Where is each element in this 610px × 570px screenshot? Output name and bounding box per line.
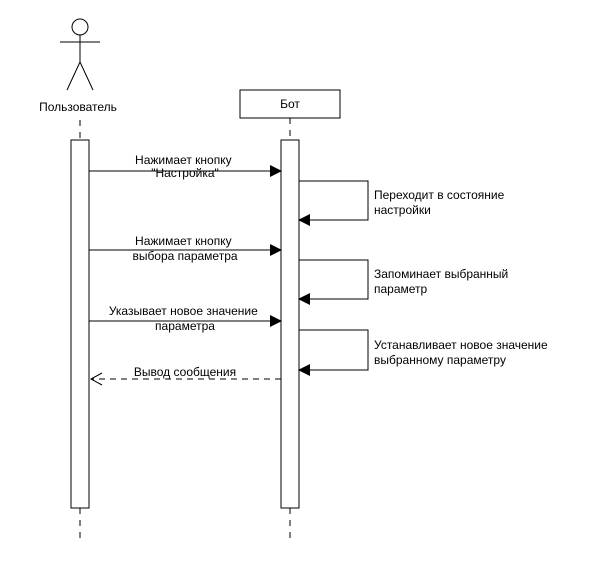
self-message-3-arrow <box>298 329 369 376</box>
message-1: Нажимает кнопку "Настройка" <box>89 153 282 180</box>
reply-message-label: Вывод сообщения <box>134 365 236 379</box>
bot-participant: Бот <box>239 89 341 119</box>
user-activation-bar <box>70 139 90 509</box>
self-message-2-label-line-2: параметр <box>374 282 428 296</box>
svg-text:Указывает новое значение: Указывает новое значение параметра <box>109 304 261 333</box>
user-actor-label: Пользователь <box>39 100 117 114</box>
message-3-label-line-2: параметра <box>155 319 215 333</box>
self-message-1: Переходит в состояние настройки <box>298 180 508 226</box>
self-message-2-label-line-1: Запоминает выбранный <box>374 267 508 281</box>
self-message-1-label-line-1: Переходит в состояние <box>374 188 505 202</box>
reply-message: Вывод сообщения <box>89 365 281 386</box>
self-message-1-arrow <box>298 180 369 226</box>
message-3-label-line-1: Указывает новое значение <box>109 304 258 318</box>
self-message-2: Запоминает выбранный параметр <box>298 259 512 305</box>
svg-text:Запоминает выбранный пар: Запоминает выбранный параметр <box>374 267 512 296</box>
self-message-3-label-line-2: выбранному параметру <box>374 353 506 367</box>
self-message-2-arrow <box>298 259 369 305</box>
bot-participant-box <box>239 89 341 119</box>
message-2: Нажимает кнопку выбора параметра <box>89 234 282 263</box>
self-message-1-label-line-2: настройки <box>374 203 431 217</box>
message-1-label-line-2: "Настройка" <box>151 166 219 180</box>
reply-arrowhead-icon <box>89 372 103 386</box>
message-3: Указывает новое значение параметра <box>89 304 282 333</box>
bot-activation-bar <box>280 139 300 509</box>
bot-participant-label: Бот <box>280 97 300 111</box>
svg-text:Нажимает кнопку выбора п: Нажимает кнопку выбора параметра <box>132 234 237 263</box>
svg-text:Нажимает кнопку "Настрой: Нажимает кнопку "Настройка" <box>135 153 235 180</box>
svg-text:Устанавливает новое значение: Устанавливает новое значение выбранному … <box>374 338 551 367</box>
user-actor-icon <box>60 18 100 91</box>
message-1-label-line-1: Нажимает кнопку <box>135 153 232 167</box>
self-message-3-label-line-1: Устанавливает новое значение <box>374 338 548 352</box>
message-2-label-line-1: Нажимает кнопку <box>135 234 232 248</box>
message-2-label-line-2: выбора параметра <box>132 249 237 263</box>
self-message-3: Устанавливает новое значение выбранному … <box>298 329 551 376</box>
svg-text:Переходит в состояние на: Переходит в состояние настройки <box>374 188 508 217</box>
